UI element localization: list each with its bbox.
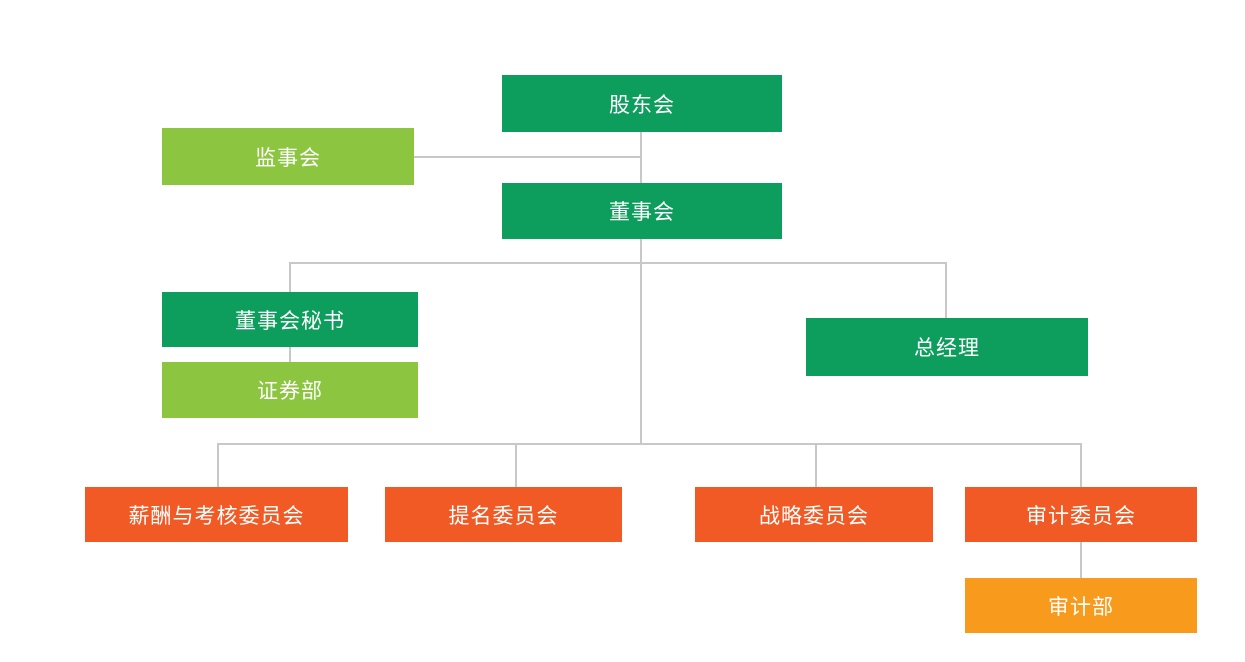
node-audit-dept-label: 审计部 <box>1048 595 1114 619</box>
node-shareholders-label: 股东会 <box>609 93 675 117</box>
node-audit-committee: 审计委员会 <box>965 487 1197 542</box>
node-audit-department: 审计部 <box>965 578 1197 633</box>
node-remuneration-committee: 薪酬与考核委员会 <box>85 487 348 542</box>
node-nomination-committee: 提名委员会 <box>385 487 622 542</box>
connector-drop-general-manager <box>945 262 947 318</box>
node-securities-department: 证券部 <box>162 362 418 418</box>
connector-shareholders-board <box>640 132 642 183</box>
connector-drop-nomination <box>515 443 517 487</box>
node-supervisory-label: 监事会 <box>255 146 321 170</box>
connector-drop-remuneration <box>217 443 219 487</box>
node-shareholders-meeting: 股东会 <box>502 75 782 132</box>
connector-drop-board-secretary <box>289 262 291 292</box>
connector-branch-secretary-gm <box>289 262 947 264</box>
node-securities-label: 证券部 <box>257 380 323 403</box>
node-board-secretary: 董事会秘书 <box>162 292 418 347</box>
connector-board-trunk <box>640 239 642 444</box>
node-board-of-directors: 董事会 <box>502 183 782 239</box>
connector-audit-committee-audit-dept <box>1080 542 1082 578</box>
node-nomination-label: 提名委员会 <box>448 504 559 528</box>
connector-drop-audit-committee <box>1080 443 1082 487</box>
connector-secretary-securities <box>289 347 291 362</box>
node-board-label: 董事会 <box>609 201 675 224</box>
node-strategy-label: 战略委员会 <box>759 504 869 528</box>
node-supervisory-board: 监事会 <box>162 128 414 185</box>
connector-branch-committees <box>217 443 1082 445</box>
node-board-secretary-label: 董事会秘书 <box>235 309 345 333</box>
node-audit-committee-label: 审计委员会 <box>1026 504 1136 528</box>
node-general-manager: 总经理 <box>806 318 1088 376</box>
node-strategy-committee: 战略委员会 <box>695 487 933 542</box>
node-general-manager-label: 总经理 <box>914 337 980 360</box>
connector-drop-strategy <box>815 443 817 487</box>
node-remuneration-label: 薪酬与考核委员会 <box>128 504 305 528</box>
connector-supervisory-link <box>413 156 641 158</box>
